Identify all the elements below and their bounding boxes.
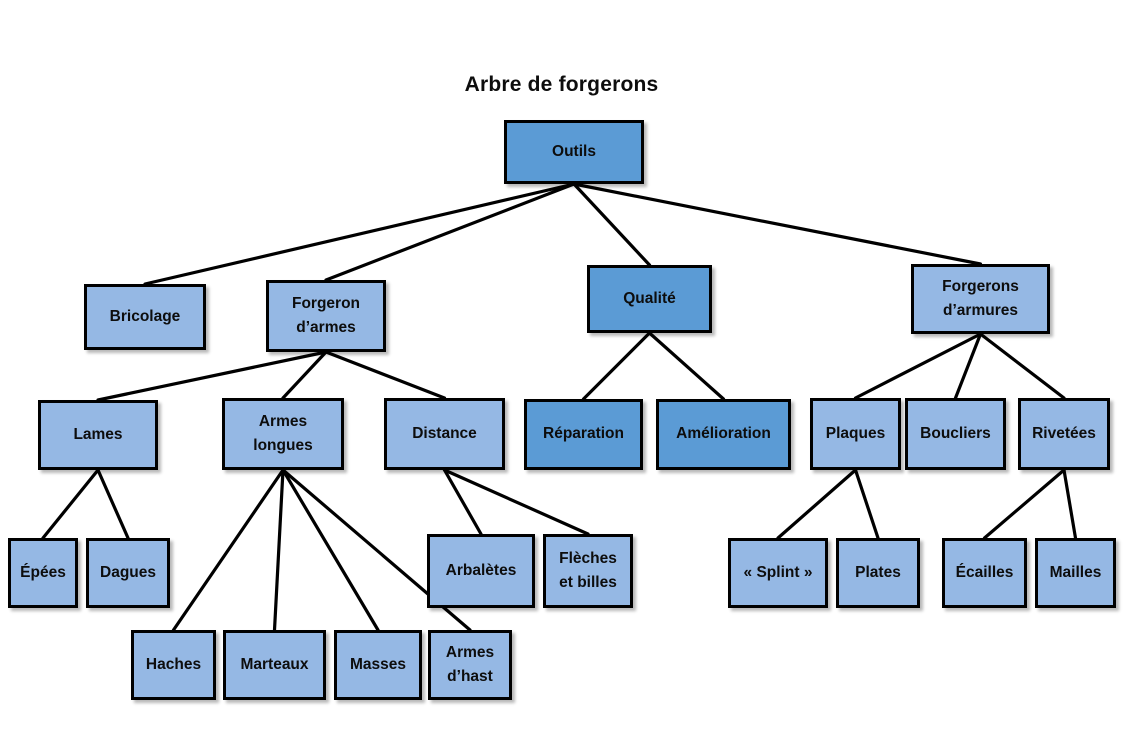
- edge-armures-to-boucliers: [953, 332, 983, 400]
- node-bricolage[interactable]: Bricolage: [84, 284, 206, 350]
- node-label-arbaletes: Arbalètes: [445, 561, 517, 579]
- node-forgeron[interactable]: Forgeron d’armes: [266, 280, 386, 352]
- node-lames[interactable]: Lames: [38, 400, 158, 470]
- node-label-bricolage: Bricolage: [109, 307, 181, 325]
- edge-outils-to-qualite: [572, 182, 652, 267]
- node-marteaux[interactable]: Marteaux: [223, 630, 326, 700]
- node-label-mailles: Mailles: [1049, 563, 1102, 581]
- node-label-ecailles: Écailles: [955, 563, 1014, 581]
- edge-outils-to-bricolage: [143, 182, 576, 286]
- node-label-haches: Haches: [145, 655, 202, 673]
- edge-forgeron-to-armeslongues: [281, 350, 328, 400]
- edge-plaques-to-plates: [853, 468, 880, 540]
- node-label-armures: Forgerons d’armures: [942, 277, 1019, 319]
- node-dagues[interactable]: Dagues: [86, 538, 170, 608]
- node-label-masses: Masses: [349, 655, 406, 673]
- node-plates[interactable]: Plates: [836, 538, 920, 608]
- edge-armeslongues-to-marteaux: [272, 468, 285, 632]
- edge-qualite-to-reparation: [581, 331, 652, 401]
- edge-rivetees-to-mailles: [1062, 468, 1078, 540]
- edge-lames-to-epees: [41, 468, 100, 540]
- node-amelioration[interactable]: Amélioration: [656, 399, 791, 470]
- node-label-epees: Épées: [20, 563, 66, 581]
- node-label-fleches: Flèches et billes: [559, 549, 617, 591]
- node-label-rivetees: Rivetées: [1032, 424, 1096, 442]
- node-armeslongues[interactable]: Armes longues: [222, 398, 344, 470]
- edge-armeslongues-to-haches: [171, 468, 285, 632]
- node-distance[interactable]: Distance: [384, 398, 505, 470]
- node-label-marteaux: Marteaux: [240, 655, 309, 673]
- edge-qualite-to-amelioration: [647, 331, 726, 401]
- edge-rivetees-to-ecailles: [982, 468, 1066, 540]
- edge-distance-to-arbaletes: [442, 468, 483, 536]
- node-reparation[interactable]: Réparation: [524, 399, 643, 470]
- edge-armeslongues-to-masses: [281, 468, 380, 632]
- node-label-distance: Distance: [412, 424, 477, 442]
- page-title: Arbre de forgerons: [464, 73, 659, 96]
- node-rivetees[interactable]: Rivetées: [1018, 398, 1110, 470]
- edge-forgeron-to-lames: [96, 350, 328, 402]
- node-mailles[interactable]: Mailles: [1035, 538, 1116, 608]
- edge-distance-to-fleches: [442, 468, 590, 536]
- edge-forgeron-to-distance: [324, 350, 447, 400]
- node-plaques[interactable]: Plaques: [810, 398, 901, 470]
- node-label-qualite: Qualité: [623, 289, 676, 307]
- node-label-lames: Lames: [73, 425, 123, 443]
- node-label-armesdhast: Armes d’hast: [445, 643, 495, 685]
- node-haches[interactable]: Haches: [131, 630, 216, 700]
- node-label-forgeron: Forgeron d’armes: [291, 294, 361, 336]
- node-label-outils: Outils: [552, 142, 596, 160]
- node-masses[interactable]: Masses: [334, 630, 422, 700]
- node-label-splint: « Splint »: [743, 563, 813, 581]
- node-ecailles[interactable]: Écailles: [942, 538, 1027, 608]
- edge-outils-to-forgeron: [324, 182, 576, 282]
- node-label-dagues: Dagues: [100, 563, 156, 581]
- edge-lames-to-dagues: [96, 468, 130, 540]
- node-boucliers[interactable]: Boucliers: [905, 398, 1006, 470]
- node-fleches[interactable]: Flèches et billes: [543, 534, 633, 608]
- node-label-reparation: Réparation: [543, 425, 624, 443]
- node-label-plates: Plates: [855, 563, 901, 581]
- node-qualite[interactable]: Qualité: [587, 265, 712, 333]
- node-epees[interactable]: Épées: [8, 538, 78, 608]
- node-label-plaques: Plaques: [825, 424, 886, 442]
- node-label-amelioration: Amélioration: [676, 425, 771, 443]
- node-outils[interactable]: Outils: [504, 120, 644, 184]
- node-label-boucliers: Boucliers: [920, 424, 991, 442]
- edge-plaques-to-splint: [776, 468, 858, 540]
- edge-outils-to-armures: [572, 182, 983, 266]
- node-arbaletes[interactable]: Arbalètes: [427, 534, 535, 608]
- edge-armures-to-plaques: [853, 332, 983, 400]
- node-armesdhast[interactable]: Armes d’hast: [428, 630, 512, 700]
- node-armures[interactable]: Forgerons d’armures: [911, 264, 1050, 334]
- node-label-armeslongues: Armes longues: [253, 412, 313, 454]
- node-splint[interactable]: « Splint »: [728, 538, 828, 608]
- edge-armures-to-rivetees: [978, 332, 1066, 400]
